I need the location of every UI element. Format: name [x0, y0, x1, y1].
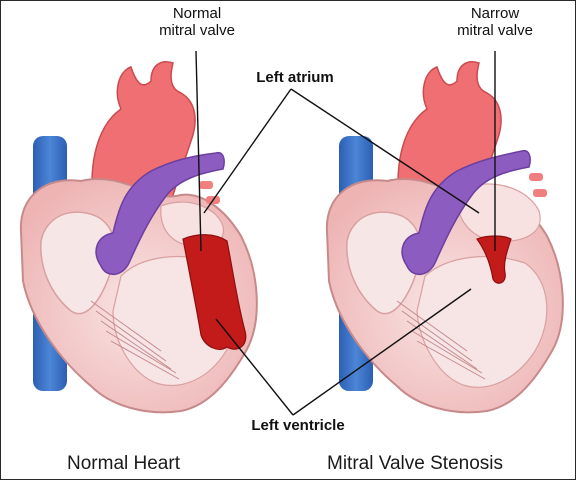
- normal-heart: [21, 62, 257, 412]
- narrow-valve-line2: mitral valve: [445, 22, 545, 39]
- caption-normal-heart: Normal Heart: [67, 453, 180, 475]
- left-atrium-label: Left atrium: [235, 69, 355, 86]
- normal-valve-line1: Normal: [147, 5, 247, 22]
- stenosis-heart: [327, 62, 563, 412]
- caption-mitral-stenosis: Mitral Valve Stenosis: [327, 453, 503, 475]
- narrow-valve-line1: Narrow: [445, 5, 545, 22]
- normal-mitral-valve-label: Normal mitral valve: [147, 5, 247, 39]
- left-ventricle-label: Left ventricle: [233, 417, 363, 434]
- leader-atrium-left: [204, 89, 291, 213]
- normal-valve-line2: mitral valve: [147, 22, 247, 39]
- vessel-stubs-right: [529, 173, 547, 197]
- narrow-mitral-valve-label: Narrow mitral valve: [445, 5, 545, 39]
